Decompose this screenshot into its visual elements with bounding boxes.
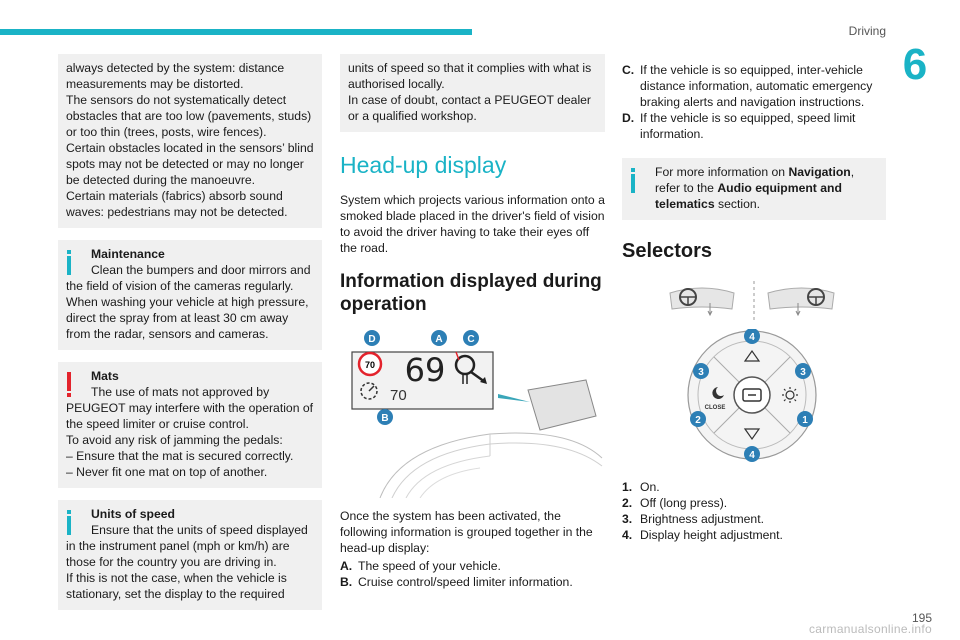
selector-knob-illustration: CLOSE 4 4 3 3 2 1	[622, 328, 886, 469]
cruise-control-icon	[360, 382, 378, 400]
svg-text:B: B	[381, 413, 388, 424]
svg-text:3: 3	[800, 367, 806, 378]
section-name: Driving	[848, 24, 886, 38]
paragraph: Certain materials (fabrics) absorb sound…	[66, 189, 288, 219]
list-item: B.Cruise control/speed limiter informati…	[340, 575, 573, 589]
chapter-number: 6	[902, 40, 928, 89]
svg-text:4: 4	[749, 450, 755, 461]
callout-b	[377, 409, 393, 425]
box-title: Maintenance	[91, 247, 165, 261]
speed-limit-sign-icon	[357, 351, 383, 377]
column-left: always detected by the system: distance …	[58, 54, 322, 619]
page-number: 195	[911, 611, 932, 625]
paragraph: Ensure that the units of speed displayed	[91, 523, 308, 537]
speed-value: 69	[405, 351, 446, 389]
paragraph: – Ensure that the mat is secured correct…	[66, 449, 294, 463]
list-item: D.If the vehicle is so equipped, speed l…	[622, 111, 856, 141]
column-middle: units of speed so that it complies with …	[340, 54, 605, 590]
units-info-box: Units of speed Ensure that the units of …	[58, 500, 322, 610]
paragraph: Clean the bumpers and door mirrors and	[91, 263, 311, 277]
subheading-information-displayed: Information displayed during operation	[340, 271, 602, 315]
paragraph: For more information on Navigation, refe…	[655, 165, 855, 211]
navigation-icon	[454, 354, 476, 376]
paragraph: If this is not the case, when the vehicl…	[66, 571, 287, 601]
callout-d	[364, 330, 380, 346]
callout-4	[744, 328, 760, 344]
callout-2	[690, 411, 706, 427]
callout-c	[463, 330, 479, 346]
navigation-info-box: For more information on Navigation, refe…	[622, 158, 886, 220]
svg-text:4: 4	[749, 332, 755, 343]
moon-icon	[712, 387, 724, 399]
activation-paragraph: Once the system has been activated, the …	[340, 509, 593, 555]
steering-wheel-selector-illustration	[622, 275, 886, 325]
list-item: A.The speed of your vehicle.	[340, 559, 501, 573]
paragraph: To avoid any risk of jamming the pedals:	[66, 433, 283, 447]
paragraph: PEUGEOT may interfere with the operation…	[66, 401, 314, 431]
warning-icon	[64, 372, 80, 398]
paragraph: units of speed so that it complies with …	[348, 61, 592, 91]
heading-selectors: Selectors	[622, 240, 713, 262]
list-item: 4.Display height adjustment.	[622, 528, 783, 542]
box-title: Mats	[91, 369, 119, 383]
maintenance-info-box: Maintenance Clean the bumpers and door m…	[58, 240, 322, 350]
mats-warning-box: Mats The use of mats not approved by PEU…	[58, 362, 322, 488]
intro-paragraph: System which projects various informatio…	[340, 193, 605, 255]
column-right: C.If the vehicle is so equipped, inter-v…	[622, 54, 886, 543]
paragraph: – Never fit one mat on top of another.	[66, 465, 268, 479]
callout-a	[431, 330, 447, 346]
heading-head-up-display: Head-up display	[340, 152, 507, 178]
list-item: 2.Off (long press).	[622, 496, 728, 510]
arrow-down-icon	[743, 428, 761, 441]
svg-text:D: D	[368, 334, 375, 345]
info-icon	[64, 250, 80, 276]
callout-3	[693, 363, 709, 379]
paragraph: The use of mats not approved by	[91, 385, 270, 399]
hud-drawing: 70 69 70 D A C B	[351, 330, 603, 499]
paragraph: always detected by the system: distance …	[66, 61, 285, 91]
paragraph: Certain obstacles located in the sensors…	[66, 141, 314, 187]
callout-4	[744, 446, 760, 462]
info-icon	[64, 510, 80, 536]
callout-1	[797, 411, 813, 427]
svg-text:1: 1	[802, 415, 808, 426]
sun-icon	[785, 390, 795, 400]
list-item: 3.Brightness adjustment.	[622, 512, 764, 526]
svg-text:3: 3	[698, 367, 704, 378]
list-item: C.If the vehicle is so equipped, inter-v…	[622, 63, 873, 109]
paragraph: in the instrument panel (mph or km/h) ar…	[66, 539, 290, 569]
top-accent-bar	[0, 29, 472, 35]
close-label: CLOSE	[705, 405, 726, 411]
info-icon	[628, 168, 644, 194]
head-up-display-illustration: 70 69 70 D A C B	[340, 328, 605, 499]
paragraph: The sensors do not systematically detect…	[66, 93, 312, 139]
hud-screen-icon	[742, 388, 762, 402]
svg-text:2: 2	[695, 415, 701, 426]
sensor-notes-box: always detected by the system: distance …	[58, 54, 322, 228]
paragraph: In case of doubt, contact a PEUGEOT deal…	[348, 93, 591, 123]
box-title: Units of speed	[91, 507, 175, 521]
watermark: carmanualsonline.info	[808, 622, 932, 636]
callout-3	[795, 363, 811, 379]
svg-text:A: A	[435, 334, 442, 345]
arrow-up-icon	[743, 349, 761, 362]
speed-limit-value: 70	[365, 360, 375, 370]
cruise-control-value: 70	[390, 387, 407, 404]
paragraph: the field of vision of the cameras regul…	[66, 279, 294, 293]
units-continued-box: units of speed so that it complies with …	[340, 54, 605, 132]
paragraph: When washing your vehicle at high pressu…	[66, 295, 309, 341]
list-item: 1.On.	[622, 480, 660, 494]
svg-text:C: C	[467, 334, 474, 345]
